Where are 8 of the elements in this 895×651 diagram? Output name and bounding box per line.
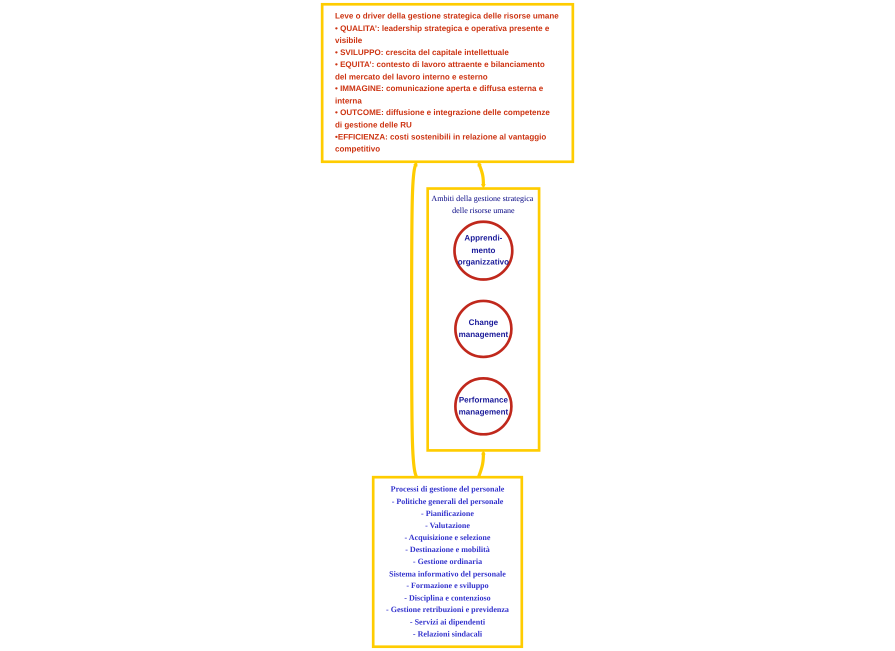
- node-box: Leve o driver della gestione strategica delle risorse umane • QUALITA’: leadership strategica e operativa presente e visibile • SVILUPPO: crescita del capitale intellettuale • EQUITA’: contesto di lavoro attraente e bilanciamento del mercato del lavoro interno e esterno • IMMAGINE: comunicazione aperta e diffusa esterna e interna • OUTCOME: diffusione e integrazione delle competenze di gestione delle RU •EFFICIENZA: costi sostenibili in relazione al vantaggio competitivo: [320, 2, 574, 164]
- arrow: [477, 162, 486, 189]
- node-circle: Change management: [454, 300, 513, 358]
- arrow: [410, 162, 418, 478]
- arrow: [476, 450, 486, 478]
- node-box: Processi di gestione del personale - Politiche generali del personale - Pianificazione - Valutazione - Acquisizione e selezione - Destinazione e mobilità - Gestione ordinaria Sistema informativo del personale - Formazione e sviluppo - Disciplina e contenzioso - Gestione retribuzioni e previdenza - Servizi ai dipendenti - Relazioni sindacali: [372, 476, 524, 648]
- node-circle: Apprendi- mento organizzativo: [453, 220, 514, 281]
- node-circle: Performance management: [454, 377, 513, 436]
